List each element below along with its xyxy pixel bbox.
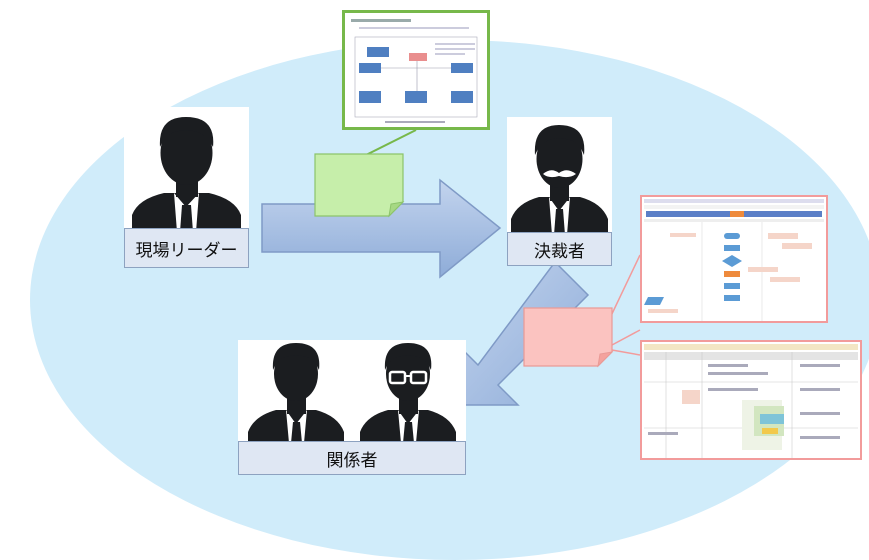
sticky-note-icon [314,153,405,218]
callout-lines [359,129,641,356]
document-thumbnail-icon [342,10,490,130]
flowchart-thumbnail [644,199,824,321]
document-thumbnail-icon [640,195,828,323]
person-mustache-icon [511,125,608,235]
leader-person-card [124,107,249,232]
approver-label: 決裁者 [507,232,612,266]
stakeholders-icons [248,343,456,443]
table-thumbnail [644,344,858,458]
person-glasses-icon [360,343,456,443]
leader-label: 現場リーダー [124,228,249,268]
document-thumbnail-icon [640,340,862,460]
stakeholders-person-card [238,340,466,443]
sticky-note-icon [523,307,614,368]
person-icon [248,343,344,443]
person-icon [132,117,241,232]
approver-person-card [507,117,612,235]
framework-diagram-thumbnail [351,19,478,123]
